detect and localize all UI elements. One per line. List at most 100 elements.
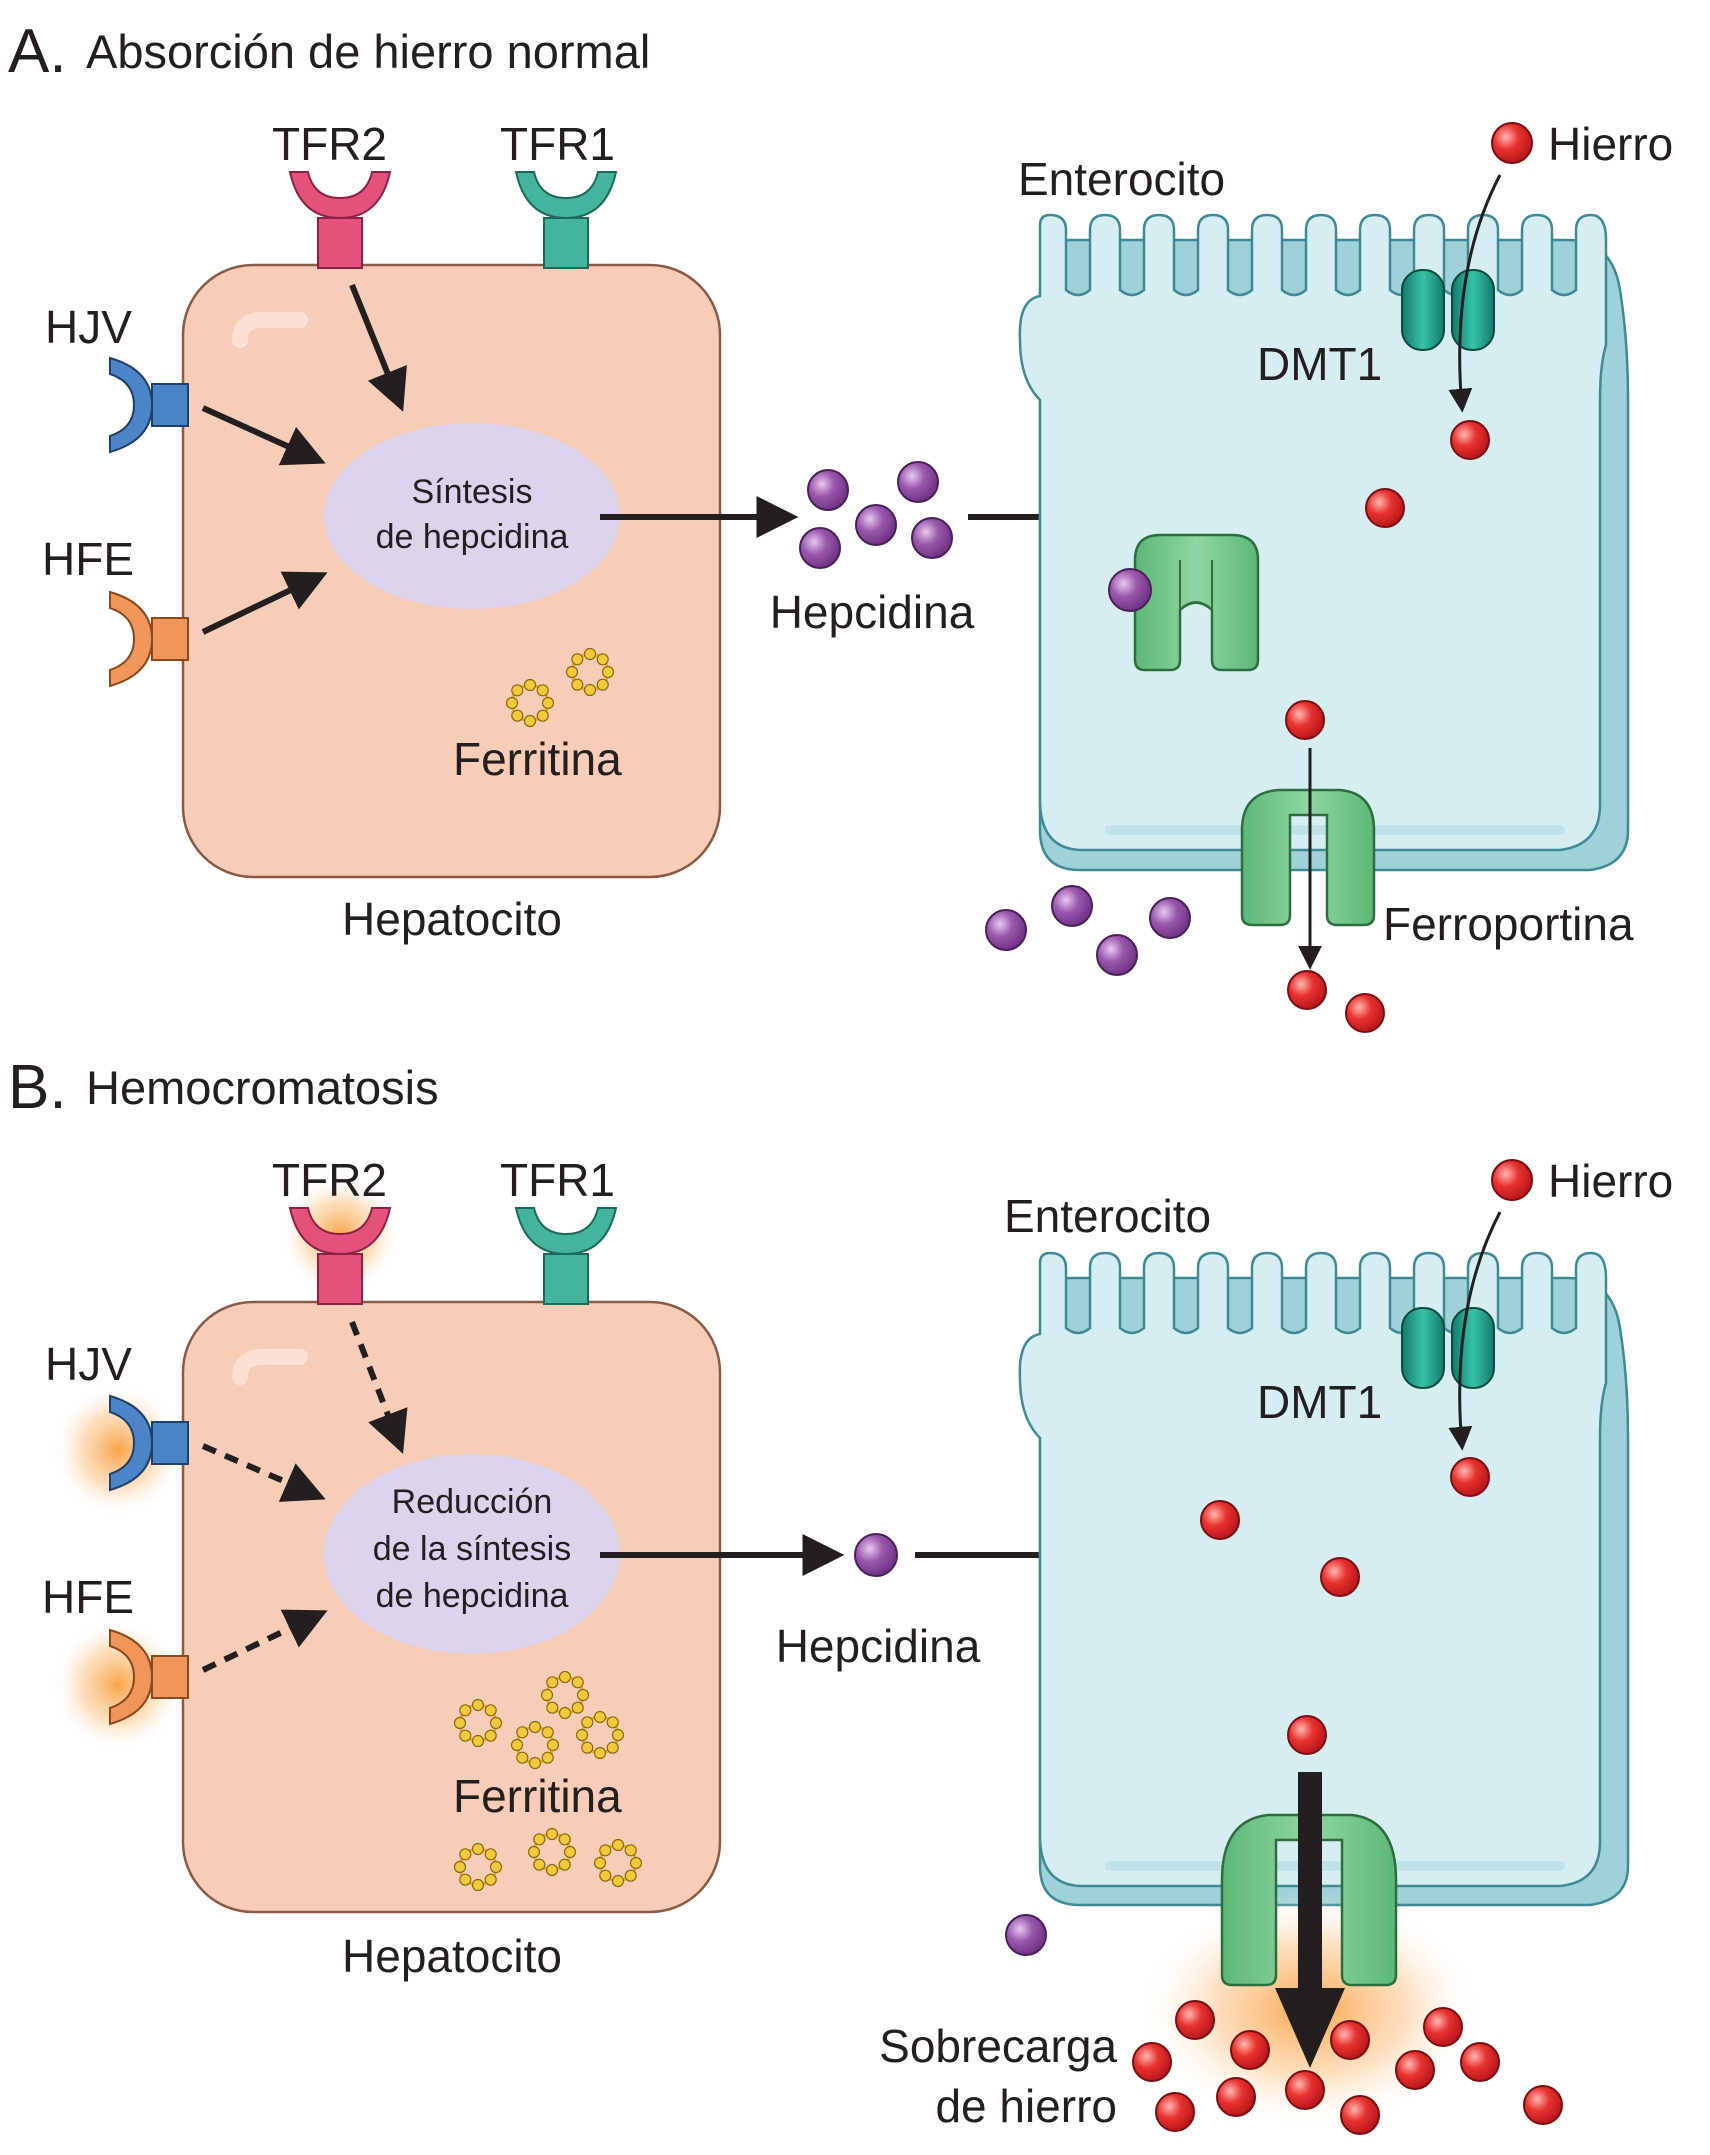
iron-atom: [1287, 1715, 1327, 1755]
tfr1-label: TFR1: [500, 1154, 615, 1206]
dashed-arrow-hfe-synthesis: [201, 1609, 328, 1673]
iron-atom: [1450, 1457, 1490, 1497]
enterocyte-label: Enterocito: [1018, 153, 1225, 205]
iron-atom: [1200, 1500, 1240, 1540]
iron-uptake-arrow: [1448, 174, 1502, 413]
hepcidin-label: Hepcidina: [776, 1620, 981, 1672]
iron-atom: [1287, 970, 1327, 1010]
hfe-label: HFE: [42, 1571, 134, 1623]
hjv-label: HJV: [45, 301, 132, 353]
dashed-arrow-hjv-synthesis: [201, 1443, 326, 1502]
hepcidin-bound: [1108, 568, 1152, 612]
reduced-hepcidin-synthesis: [324, 1454, 620, 1654]
iron-overload-arrow: [1275, 1772, 1345, 2068]
iron-atom: [1230, 2030, 1270, 2070]
ferroportin-transporter: [1240, 788, 1376, 927]
overload-iron-cluster: [1132, 2000, 1563, 2135]
enterocyte-label: Enterocito: [1004, 1190, 1211, 1242]
iron-atom: [1523, 2085, 1563, 2125]
hjv-receptor: [109, 356, 189, 454]
ferritin-cluster: [453, 1670, 643, 1892]
ferritin-label: Ferritina: [453, 733, 622, 785]
panel-b: B. Hemocromatosis Reducción de la síntes…: [8, 1053, 1673, 2135]
dmt1-transporter: [1401, 269, 1495, 351]
overload-line-2: de hierro: [935, 2080, 1117, 2132]
tfr1-label: TFR1: [500, 118, 615, 170]
panel-b-title: Hemocromatosis: [86, 1061, 439, 1114]
ferroportin-transporter: [1220, 1813, 1398, 1987]
hepcidin-molecule: [1005, 1914, 1047, 1956]
dmt1-transporter: [1401, 1307, 1495, 1389]
hepatocyte-label: Hepatocito: [342, 893, 562, 945]
iron-atom: [1216, 2077, 1256, 2117]
dmt1-label: DMT1: [1257, 1376, 1382, 1428]
hepcidin-molecule: [854, 1533, 898, 1577]
iron-atom: [1340, 2095, 1380, 2135]
arrow-hfe-synthesis: [201, 571, 328, 635]
hepatocyte-label: Hepatocito: [342, 1930, 562, 1982]
mutation-glow: [50, 1382, 186, 1518]
hepcidin-molecule: [1149, 897, 1191, 939]
overload-line-1: Sobrecarga: [879, 2020, 1117, 2072]
ferritin-label: Ferritina: [453, 1770, 622, 1822]
ferritin-particle: [510, 1720, 560, 1770]
tfr2-label: TFR2: [272, 118, 387, 170]
panel-a-letter: A.: [8, 17, 67, 86]
arrow-tfr2-synthesis: [349, 283, 407, 412]
hepcidin-cluster: [799, 461, 953, 569]
iron-atom: [1345, 993, 1385, 1033]
hepcidin-label: Hepcidina: [770, 586, 975, 638]
ferroportin-internalized: [1133, 533, 1260, 672]
iron-atom: [1450, 420, 1490, 460]
panel-b-letter: B.: [8, 1053, 67, 1122]
hepcidin-molecule: [1051, 885, 1093, 927]
hfe-label: HFE: [42, 533, 134, 585]
tfr2-receptor: [288, 171, 392, 269]
hjv-receptor: [109, 1394, 189, 1492]
ferritin-particle: [453, 1842, 503, 1892]
iron-atom: [1330, 2020, 1370, 2060]
ferritin-particle: [540, 1670, 590, 1720]
ferritin-particle: [527, 1827, 577, 1877]
tfr2-receptor: [288, 1207, 392, 1305]
iron-atom: [1365, 488, 1405, 528]
panel-a-title: Absorción de hierro normal: [86, 25, 650, 78]
iron-atom: [1460, 2042, 1500, 2082]
iron-atom: [1395, 2050, 1435, 2090]
hfe-receptor: [109, 1628, 189, 1726]
synthesis-line-1: Síntesis: [412, 473, 533, 511]
ferritin-particle: [575, 1710, 625, 1760]
hepcidin-molecule: [1096, 934, 1138, 976]
iron-atom: [1320, 1557, 1360, 1597]
iron-atom: [1132, 2042, 1172, 2082]
hfe-receptor: [109, 590, 189, 688]
tfr2-label: TFR2: [272, 1154, 387, 1206]
iron-atom: [1175, 2000, 1215, 2040]
tfr1-receptor: [514, 1207, 618, 1305]
tfr1-receptor: [514, 171, 618, 269]
enterocyte-cell: [1018, 213, 1630, 872]
iron-atom: [1155, 2092, 1195, 2132]
hepcidin-synthesis: [324, 423, 620, 609]
iron-legend-label: Hierro: [1548, 118, 1673, 170]
synthesis-line-1: Reducción: [392, 1483, 553, 1521]
dmt1-label: DMT1: [1257, 338, 1382, 390]
panel-a: A. Absorción de hierro normal Síntesis d…: [8, 17, 1673, 1033]
iron-legend-icon: [1491, 1159, 1533, 1201]
ferritin-particle: [505, 678, 555, 728]
arrow-hjv-synthesis: [201, 405, 326, 466]
iron-atom: [1285, 2070, 1325, 2110]
iron-atom: [1423, 2007, 1463, 2047]
synthesis-line-3: de hepcidina: [376, 1577, 569, 1615]
mutation-glow: [50, 1617, 186, 1753]
iron-legend-label: Hierro: [1548, 1155, 1673, 1207]
iron-legend-icon: [1491, 122, 1533, 164]
synthesis-line-2: de la síntesis: [373, 1530, 571, 1568]
ferroportin-label: Ferroportina: [1383, 898, 1634, 950]
ferritin-particle: [453, 1698, 503, 1748]
ferritin-particle: [593, 1838, 643, 1888]
hjv-label: HJV: [45, 1338, 132, 1390]
hepcidin-molecule: [985, 909, 1027, 951]
iron-uptake-arrow: [1448, 1211, 1502, 1451]
